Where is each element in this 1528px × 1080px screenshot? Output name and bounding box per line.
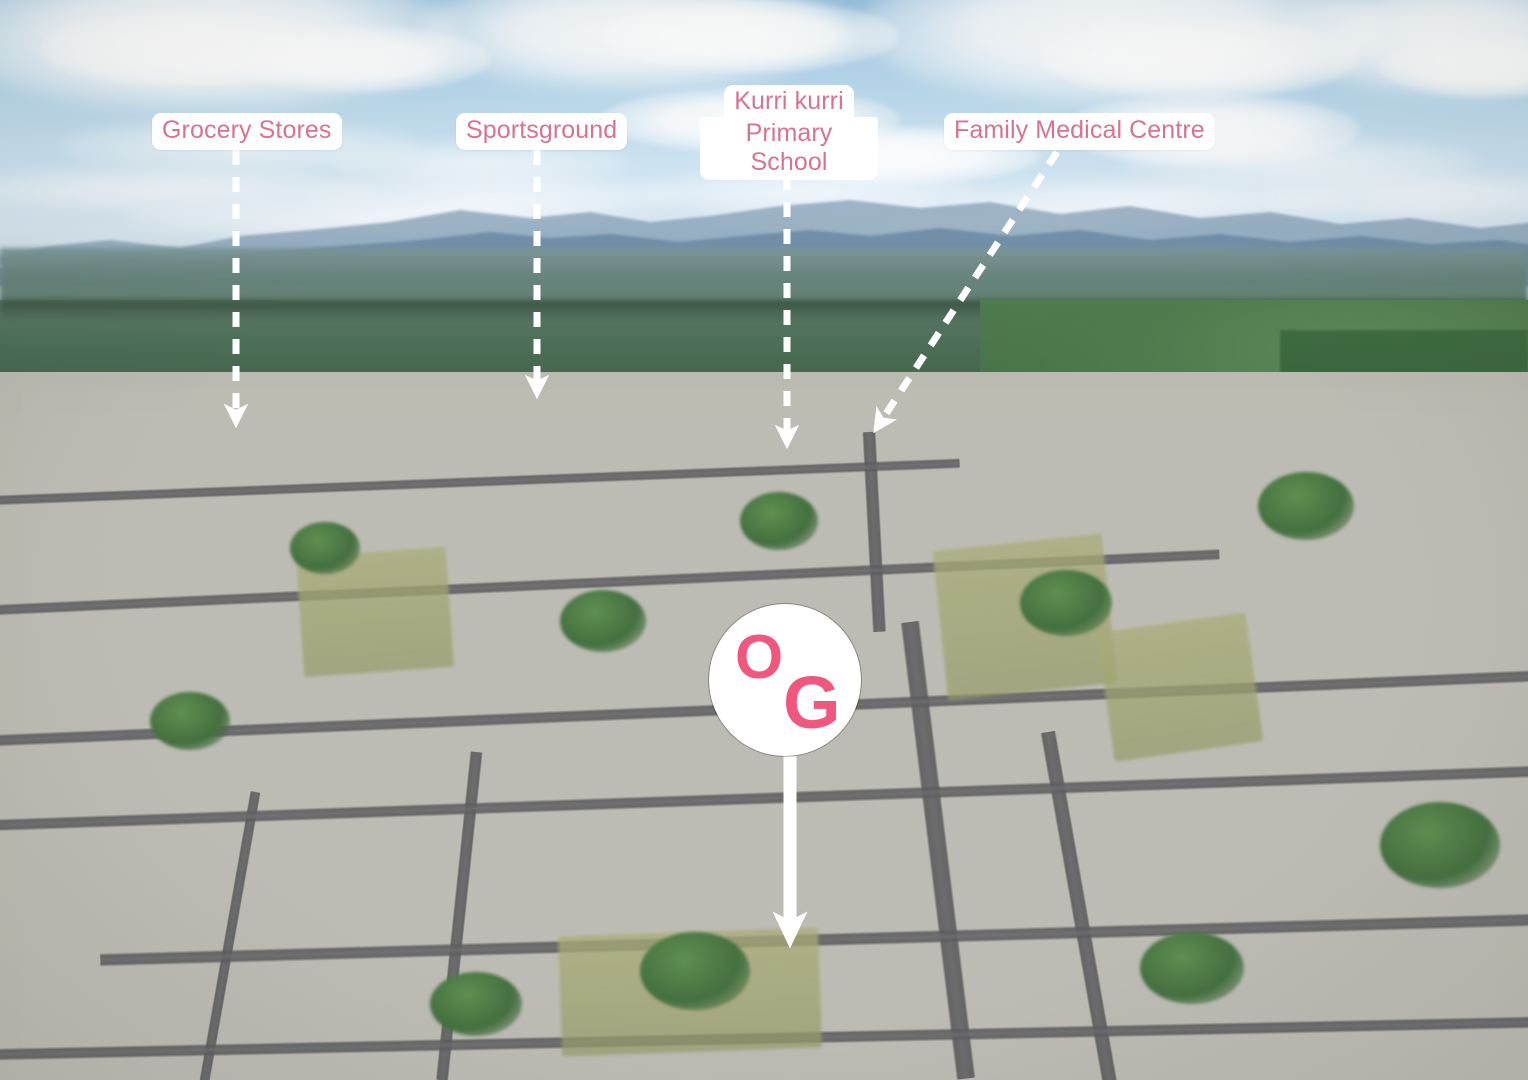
tree-clump-2 <box>560 590 646 652</box>
logo-letter-o: O <box>735 623 784 692</box>
tree-clump-8 <box>1380 802 1500 888</box>
arrow-family-medical-centre <box>873 150 1060 434</box>
poi-label-kurri-kurri-primary-school[interactable]: Kurri kurri Primary School <box>700 85 878 180</box>
tree-clump-5 <box>1258 472 1354 540</box>
poi-label-text: Grocery Stores <box>162 116 332 144</box>
tree-clump-3 <box>740 492 818 550</box>
poi-label-family-medical-centre[interactable]: Family Medical Centre <box>944 113 1215 150</box>
tree-clump-7 <box>640 932 750 1010</box>
poi-label-sportsground[interactable]: Sportsground <box>456 113 628 150</box>
suburban-ground <box>0 372 1528 1080</box>
poi-label-text-line2: Primary School <box>700 117 878 180</box>
logo-letter-g: G <box>783 661 841 744</box>
subject-property-logo-badge[interactable]: O G <box>709 604 861 756</box>
poi-label-text: Family Medical Centre <box>954 116 1205 144</box>
tree-clump-10 <box>1140 932 1244 1004</box>
tree-clump-4 <box>1020 570 1112 636</box>
tree-clump-6 <box>150 692 230 750</box>
tree-clump-9 <box>430 972 522 1036</box>
poi-label-grocery-stores[interactable]: Grocery Stores <box>152 113 342 150</box>
poi-label-text: Sportsground <box>466 116 618 144</box>
sky-region <box>0 0 1528 250</box>
poi-label-text-line1: Kurri kurri <box>724 85 854 119</box>
tree-clump-1 <box>290 522 360 574</box>
